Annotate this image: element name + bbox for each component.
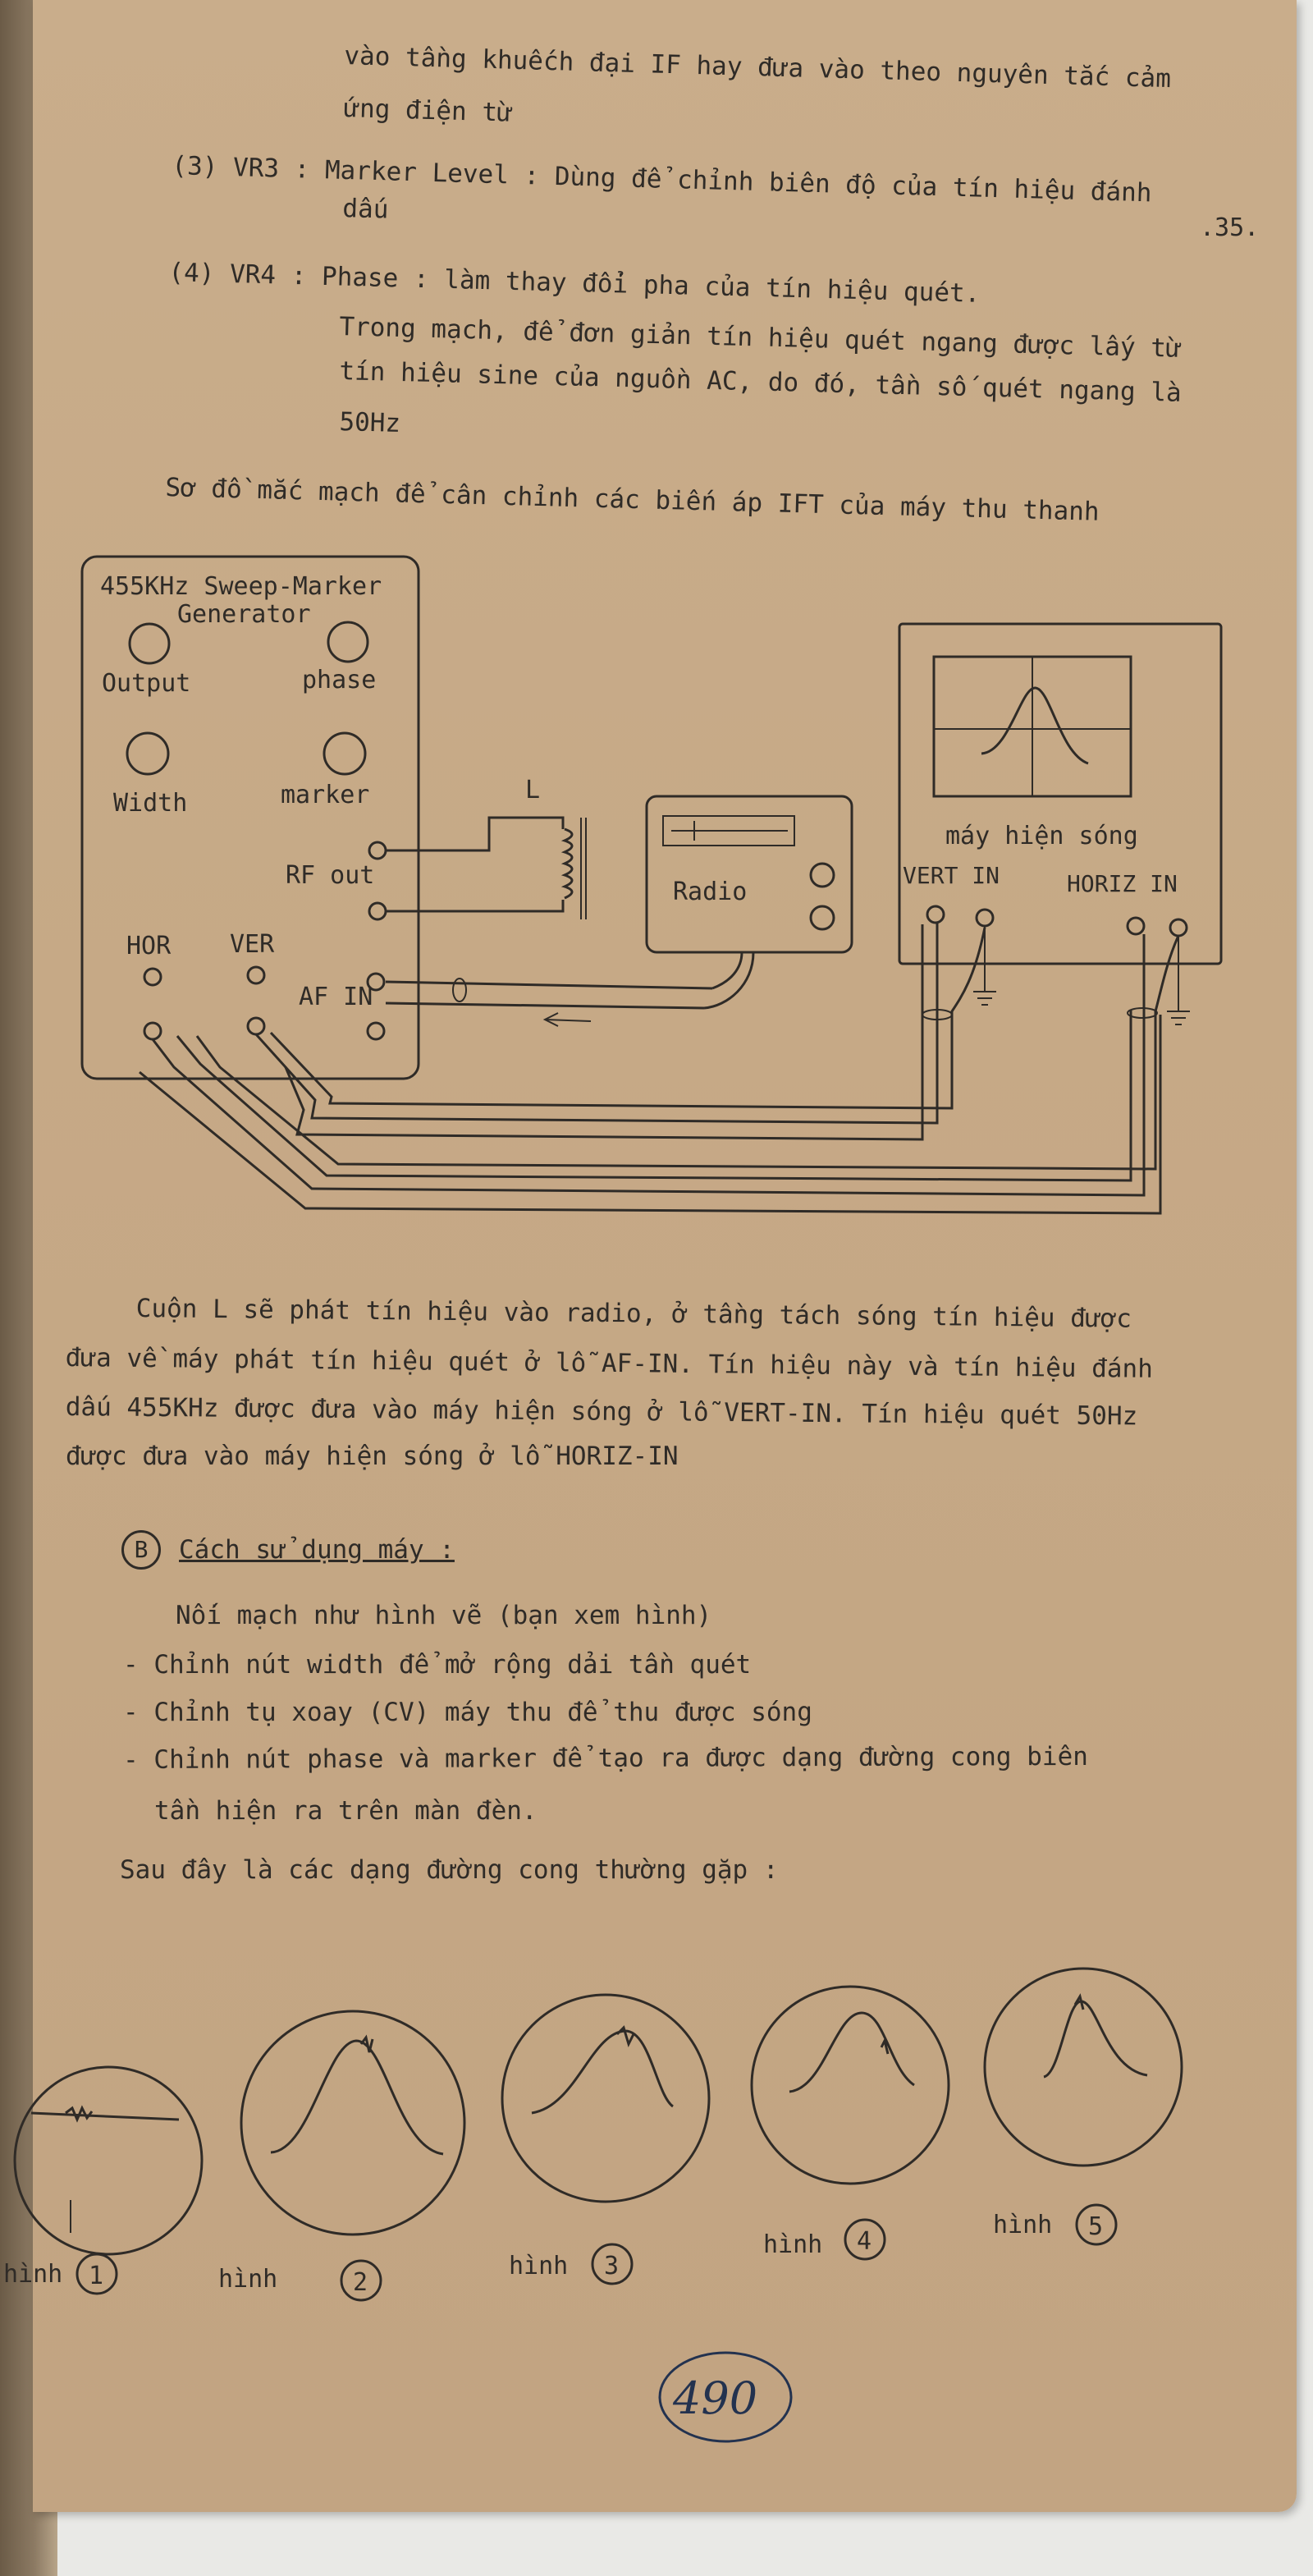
ver-cable-sleeve [922,1009,953,1020]
figure-caption-word: hình [993,2211,1052,2239]
sweep-generator-box [80,555,420,1080]
horiz-in-label: HORIZ IN [1067,870,1178,897]
section-b-marker: B [121,1530,161,1570]
af-cable-to-radio [711,951,743,990]
vert-ground-symbol [973,991,996,1006]
figure-number: 5 [1088,2212,1103,2241]
section-b-letter: B [134,1536,149,1563]
ver-cable-shield [284,924,924,1141]
phase-label: phase [302,666,376,694]
hor-cable-sleeve [1127,1007,1158,1019]
text-line: Sau đây là các dạng đường cong thường gặ… [120,1855,779,1885]
rf-wire-top [386,816,565,852]
ver-cable [254,923,939,1125]
figure-caption-word: hình [218,2265,277,2294]
hor-cable-shield [195,935,1180,1171]
vert-in-label: VERT IN [903,862,1000,889]
figure-caption-word: hình [763,2230,822,2259]
radio-dial [662,815,795,846]
figure-caption-word: hình [509,2252,568,2280]
ver-label: VER [230,930,275,959]
af-in-label: AF IN [299,983,373,1011]
radio-knob-2 [809,905,835,931]
figure-5-curve [1043,1993,1148,2079]
step-line: Nối mạch như hình vẽ (bạn xem hình) [176,1601,712,1630]
step-line: - Chỉnh nút width để mở rộng dải tần qué… [123,1650,752,1680]
figure-4-screen [750,1985,950,2185]
corner-page-number: .35. [1200,213,1260,242]
hor-jack-1 [143,967,162,987]
page-number-circle [658,2351,793,2443]
output-knob [128,622,171,665]
figure-number-circle [844,2218,886,2261]
figure-number-circle [75,2253,118,2295]
figure-caption-word: hình [3,2260,62,2289]
step-line: - Chỉnh tụ xoay (CV) máy thu để thu được… [123,1698,812,1727]
figure-number: 2 [353,2268,368,2297]
figure-3-curve [531,2025,675,2115]
af-in-jack-1 [366,972,386,992]
output-label: Output [102,669,190,698]
horiz-ground-symbol [1167,1011,1190,1025]
af-cable-to-radio [703,951,755,1010]
width-label: Width [113,789,187,818]
figure-number: 1 [89,2262,103,2290]
generator-subtitle: Generator [177,600,311,629]
hor-label: HOR [126,932,172,960]
radio-label: Radio [673,878,747,906]
coil-label: L [525,776,540,804]
rf-out-label: RF out [286,861,374,890]
hor-cable-outer [139,1015,1162,1215]
figure-number-circle [340,2259,382,2302]
rf-wire-bottom [386,900,565,913]
ver-jack-1 [246,965,266,985]
screen-curve [981,686,1089,765]
af-cable-end [452,978,467,1002]
figure-2-curve [270,2034,444,2156]
figure-1-screen [13,2065,204,2256]
figure-4-curve [789,2011,915,2093]
vert-in-jack-1 [926,905,945,924]
af-cable-bottom [385,1002,705,1010]
figure-2-screen [240,2010,466,2236]
af-in-jack-2 [366,1021,386,1041]
oscilloscope-box [898,622,1223,965]
generator-title: 455KHz Sweep-Marker [100,572,382,601]
signal-arrow [544,1019,592,1022]
oscilloscope-label: máy hiện sóng [945,822,1138,850]
hor-cable [151,934,1146,1197]
marker-knob [323,731,367,776]
hor-cable [176,1010,1132,1182]
figure-number: 3 [604,2252,619,2280]
figure-3-screen [501,1993,711,2203]
figure-1-curve [30,2105,180,2123]
radio-knob-1 [809,862,835,888]
radio-box [645,795,853,954]
figure-number-circle [1075,2203,1118,2246]
coil-l [560,827,574,900]
horiz-in-jack-1 [1126,916,1146,936]
ver-cable [269,927,986,1110]
width-knob [126,731,170,776]
figure-5-screen [983,1967,1183,2167]
signal-arrow-head [542,1012,559,1027]
figure-number-circle [591,2243,634,2285]
section-b-heading: Cách sử dụng máy : [179,1535,455,1565]
step-line: tần hiện ra trên màn đèn. [154,1796,538,1826]
page-number: 490 [672,2372,757,2424]
text-line: được đưa vào máy hiện sóng ở lỗ HORIZ-IN [66,1442,679,1471]
phase-knob [327,621,369,663]
marker-label: marker [281,781,369,809]
figure-number: 4 [857,2227,872,2256]
af-cable-top [385,980,713,990]
